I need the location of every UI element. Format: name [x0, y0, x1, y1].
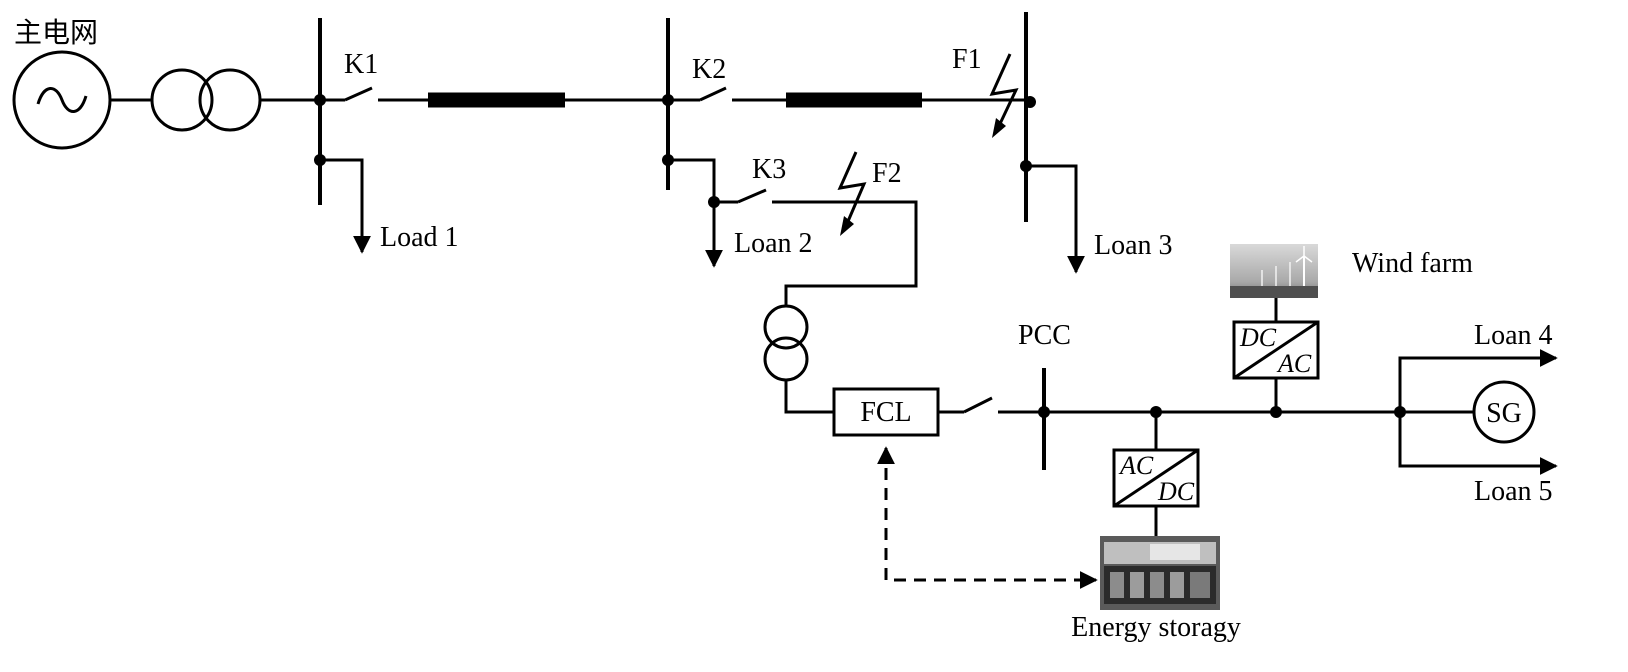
wind-farm-label: Wind farm: [1352, 248, 1473, 279]
storage-image-cell-2: [1130, 572, 1144, 598]
transformer-winding-2: [198, 68, 262, 132]
switch-k1-label: K1: [344, 49, 378, 80]
storage-image-cell-5: [1190, 572, 1210, 598]
energy-storage-label: Energy storagy: [1071, 612, 1241, 643]
switch-k2-blade: [699, 86, 727, 102]
pcc-switch-blade: [963, 396, 993, 414]
wire-transformer-fcl: [784, 380, 834, 414]
load-1-label: Load 1: [380, 222, 459, 253]
pcc-bus: PCC: [1018, 320, 1071, 470]
load-1: Load 1: [320, 158, 459, 254]
dc-ac-converter-top-label: DC: [1239, 323, 1277, 352]
generator-circle: [1472, 380, 1536, 444]
storage-image-cell-1: [1110, 572, 1124, 598]
switch-k2: K2: [668, 54, 727, 102]
switch-k3-blade: [737, 188, 767, 204]
load-5-arrow: [1398, 412, 1558, 475]
transformer-winding-1: [150, 68, 214, 132]
switch-k3: K3: [714, 154, 786, 204]
bus3-node: [1024, 96, 1036, 108]
load-1-arrow: [320, 158, 371, 254]
fault-f2: F2: [837, 151, 902, 236]
load-4-arrow: [1398, 349, 1558, 412]
sine-wave-icon: [36, 87, 88, 113]
dc-ac-converter: DC AC: [1232, 320, 1320, 380]
load-4-label: Loan 4: [1474, 320, 1553, 351]
load-5: Loan 5: [1398, 412, 1558, 507]
load-3-arrow: [1026, 164, 1085, 274]
ac-dc-converter: AC DC: [1112, 448, 1200, 508]
wind-turbine-blades-icon: [1295, 246, 1313, 263]
storage-image-label-plate: [1150, 544, 1200, 560]
load-2-label: Loan 2: [734, 228, 813, 259]
main-grid-label: 主电网: [14, 16, 98, 49]
control-link-dashed-arrow: [877, 446, 1098, 589]
load-4: Loan 4: [1398, 320, 1558, 412]
main-grid-source: 主电网: [12, 16, 112, 150]
synchronous-generator: SG: [1472, 380, 1536, 444]
fault-f2-arrowhead: [840, 216, 854, 236]
dc-ac-converter-diagonal: [1233, 320, 1319, 380]
storage-image-cell-4: [1170, 572, 1184, 598]
load-2: Loan 2: [705, 202, 813, 268]
switch-k1: K1: [320, 49, 378, 102]
branch-k3: [668, 158, 716, 202]
fault-f1-arrowhead: [992, 118, 1006, 138]
dc-ac-converter-bottom-label: AC: [1276, 349, 1312, 378]
fcl-label: FCL: [860, 397, 911, 428]
fault-f1-lightning-icon: [989, 53, 1019, 129]
microgrid-transformer-winding-2: [763, 336, 809, 382]
line-k3-transformer: [772, 200, 918, 306]
switch-k3-label: K3: [752, 154, 786, 185]
fcl-block: FCL: [832, 387, 940, 437]
fault-f1-label: F1: [952, 44, 982, 75]
energy-storage-image: [1100, 536, 1220, 610]
microgrid-transformer-winding-1: [763, 304, 809, 350]
switch-k2-label: K2: [692, 54, 726, 85]
storage-image-cell-3: [1150, 572, 1164, 598]
fault-f2-lightning-icon: [837, 151, 867, 227]
load-5-label: Loan 5: [1474, 476, 1553, 507]
wind-farm-image: [1230, 244, 1318, 298]
pcc-label: PCC: [1018, 320, 1071, 351]
ac-dc-converter-diagonal: [1113, 448, 1199, 508]
switch-k1-blade: [344, 86, 373, 102]
load-3: Loan 3: [1026, 164, 1173, 274]
fault-f1: F1: [952, 44, 1019, 138]
fault-f2-label: F2: [872, 158, 902, 189]
wind-image-ground: [1230, 286, 1318, 298]
main-transformer: [150, 68, 262, 132]
generator-label: SG: [1486, 398, 1522, 429]
ac-dc-converter-top-label: AC: [1118, 451, 1154, 480]
microgrid-transformer: [763, 304, 809, 382]
ac-dc-converter-bottom-label: DC: [1157, 477, 1195, 506]
load-3-label: Loan 3: [1094, 230, 1173, 261]
